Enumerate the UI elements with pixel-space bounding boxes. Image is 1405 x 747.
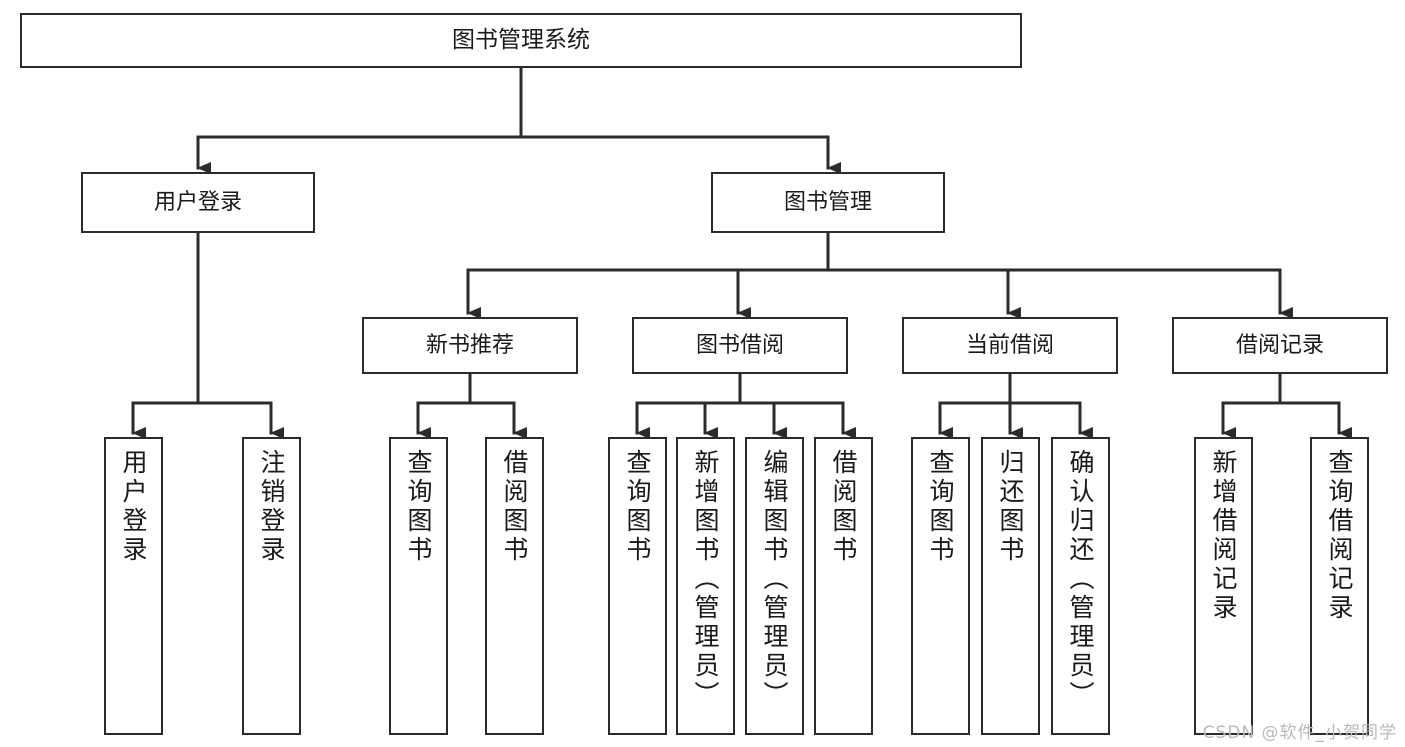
node-label: 查询图书 <box>926 449 955 565</box>
leaf-add-borrow-record[interactable]: 新增借阅记录 <box>1194 437 1253 735</box>
node-label: 查询图书 <box>623 449 652 565</box>
node-current-borrow[interactable]: 当前借阅 <box>902 317 1118 374</box>
node-label: 注销登录 <box>257 449 286 565</box>
node-book-management[interactable]: 图书管理 <box>711 172 945 233</box>
node-label: 图书管理 <box>783 189 872 215</box>
node-label: 查询图书 <box>404 449 433 565</box>
node-label: 确认归还（管理员） <box>1066 449 1095 710</box>
node-label: 新增借阅记录 <box>1209 449 1238 623</box>
node-label: 借阅图书 <box>500 449 529 565</box>
leaf-return-books[interactable]: 归还图书 <box>981 437 1040 735</box>
leaf-borrow-books-new[interactable]: 借阅图书 <box>485 437 544 735</box>
node-label: 查询借阅记录 <box>1325 449 1354 623</box>
node-user-login[interactable]: 用户登录 <box>81 172 315 233</box>
node-label: 当前借阅 <box>965 332 1054 358</box>
leaf-borrow-books[interactable]: 借阅图书 <box>814 437 873 735</box>
leaf-logout[interactable]: 注销登录 <box>242 437 301 735</box>
node-new-book-recommend[interactable]: 新书推荐 <box>362 317 578 374</box>
node-label: 归还图书 <box>996 449 1025 565</box>
node-label: 用户登录 <box>153 189 242 215</box>
leaf-confirm-return-admin[interactable]: 确认归还（管理员） <box>1051 437 1110 735</box>
leaf-user-login[interactable]: 用户登录 <box>104 437 163 735</box>
node-label: 编辑图书（管理员） <box>760 449 789 710</box>
node-borrow-records[interactable]: 借阅记录 <box>1172 317 1388 374</box>
node-label: 图书管理系统 <box>452 27 590 54</box>
node-label: 新书推荐 <box>425 332 514 358</box>
node-label: 借阅记录 <box>1235 332 1324 358</box>
node-label: 借阅图书 <box>829 449 858 565</box>
leaf-query-books-new[interactable]: 查询图书 <box>389 437 448 735</box>
leaf-query-books-current[interactable]: 查询图书 <box>911 437 970 735</box>
leaf-add-book-admin[interactable]: 新增图书（管理员） <box>676 437 735 735</box>
node-book-borrow[interactable]: 图书借阅 <box>632 317 848 374</box>
leaf-edit-book-admin[interactable]: 编辑图书（管理员） <box>745 437 804 735</box>
leaf-query-books-borrow[interactable]: 查询图书 <box>608 437 667 735</box>
node-label: 图书借阅 <box>695 332 784 358</box>
node-root-system[interactable]: 图书管理系统 <box>20 13 1022 68</box>
node-label: 新增图书（管理员） <box>691 449 720 710</box>
leaf-query-borrow-record[interactable]: 查询借阅记录 <box>1310 437 1369 735</box>
node-label: 用户登录 <box>119 449 148 565</box>
